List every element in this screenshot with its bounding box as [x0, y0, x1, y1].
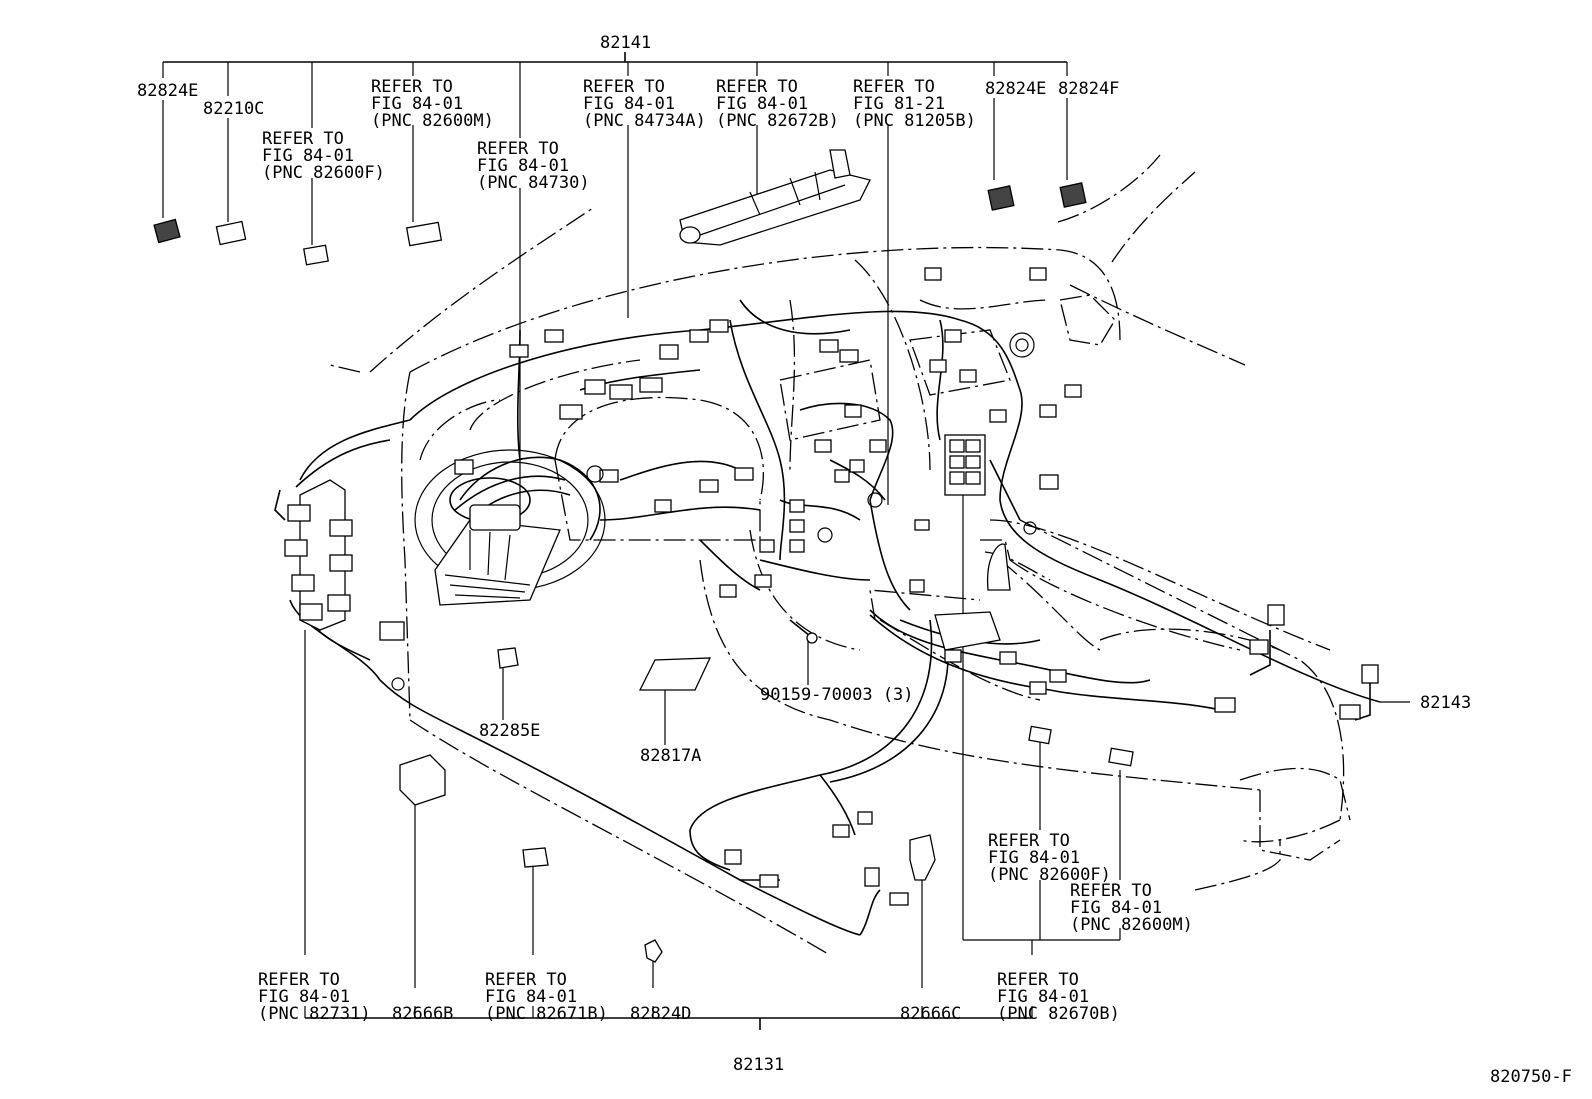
connector-82600M-mid	[1108, 747, 1134, 767]
connector-82600F-top	[303, 244, 329, 266]
refer-81205B: REFER TO FIG 81-21 (PNC 81205B)	[853, 77, 976, 131]
svg-text:REFER TO: REFER TO	[262, 129, 344, 149]
relay-82666B	[399, 754, 446, 806]
label-82666C: 82666C	[900, 1004, 961, 1024]
connector-82824E-right	[987, 185, 1015, 211]
refer-82600F-top: REFER TO FIG 84-01 (PNC 82600F)	[262, 129, 385, 183]
refer-82600M-mid: REFER TO FIG 84-01 (PNC 82600M)	[1070, 881, 1193, 935]
connector-82285E	[497, 647, 519, 669]
svg-text:(PNC 82600F): (PNC 82600F)	[988, 865, 1111, 885]
vehicle-body-outline	[329, 154, 1351, 956]
duct-82672B	[679, 149, 871, 246]
refer-82671B: REFER TO FIG 84-01 (PNC 82671B)	[485, 970, 608, 1024]
top-parts	[153, 149, 1087, 266]
svg-text:FIG 84-01: FIG 84-01	[1070, 898, 1162, 918]
connector-82210C	[215, 220, 247, 246]
connector-82600F-mid	[1028, 725, 1052, 745]
svg-text:(PNC 84734A): (PNC 84734A)	[583, 111, 706, 131]
harness-wires	[289, 299, 1381, 936]
svg-text:REFER TO: REFER TO	[997, 970, 1079, 990]
relay-82666C	[909, 834, 936, 881]
clip-82824D	[644, 939, 663, 963]
dashboard-connectors	[454, 267, 1082, 598]
label-82141: 82141	[600, 33, 651, 53]
labels: 82141 82824E 82210C 82824E 82824F REFER …	[137, 33, 1572, 1087]
svg-text:REFER TO: REFER TO	[371, 77, 453, 97]
svg-text:FIG 81-21: FIG 81-21	[853, 94, 945, 114]
svg-text:REFER TO: REFER TO	[988, 831, 1070, 851]
connector-82824F	[1059, 182, 1087, 208]
steering-column	[414, 449, 606, 606]
svg-text:FIG 84-01: FIG 84-01	[988, 848, 1080, 868]
svg-text:(PNC 82670B): (PNC 82670B)	[997, 1004, 1120, 1024]
label-82824F: 82824F	[1058, 79, 1119, 99]
svg-text:FIG 84-01: FIG 84-01	[371, 94, 463, 114]
svg-text:(PNC 84730): (PNC 84730)	[477, 173, 590, 193]
label-82817A	[638, 657, 712, 691]
connector-82671B	[522, 847, 549, 868]
svg-text:FIG 84-01: FIG 84-01	[485, 987, 577, 1007]
refer-82731: REFER TO FIG 84-01 (PNC 82731)	[258, 970, 371, 1024]
svg-text:REFER TO: REFER TO	[853, 77, 935, 97]
connector-82600M-top	[405, 221, 443, 247]
svg-text:FIG 84-01: FIG 84-01	[997, 987, 1089, 1007]
label-82824E-left: 82824E	[137, 81, 198, 101]
svg-text:(PNC 82600M): (PNC 82600M)	[371, 111, 494, 131]
label-82817A: 82817A	[640, 746, 701, 766]
svg-text:FIG 84-01: FIG 84-01	[583, 94, 675, 114]
bottom-bracket	[304, 630, 1033, 1030]
label-82143: 82143	[1420, 693, 1471, 713]
label-90159: 90159-70003 (3)	[760, 685, 914, 705]
svg-text:REFER TO: REFER TO	[583, 77, 665, 97]
refer-82672B: REFER TO FIG 84-01 (PNC 82672B)	[716, 77, 839, 131]
floor-harness	[724, 543, 1379, 906]
svg-text:REFER TO: REFER TO	[485, 970, 567, 990]
svg-text:REFER TO: REFER TO	[258, 970, 340, 990]
svg-text:REFER TO: REFER TO	[716, 77, 798, 97]
label-82824D: 82824D	[630, 1004, 691, 1024]
svg-text:(PNC 82600M): (PNC 82600M)	[1070, 915, 1193, 935]
right-bracket	[502, 470, 1410, 941]
connector-82824E-left	[153, 218, 181, 244]
junction-block-left	[274, 479, 405, 691]
relay-block-right	[944, 332, 1035, 496]
refer-82600M-top: REFER TO FIG 84-01 (PNC 82600M)	[371, 77, 494, 131]
svg-text:FIG 84-01: FIG 84-01	[258, 987, 350, 1007]
svg-text:FIG 84-01: FIG 84-01	[262, 146, 354, 166]
label-82131: 82131	[733, 1055, 784, 1075]
label-82285E: 82285E	[479, 721, 540, 741]
svg-text:(PNC 82672B): (PNC 82672B)	[716, 111, 839, 131]
refer-84734A: REFER TO FIG 84-01 (PNC 84734A)	[583, 77, 706, 131]
svg-text:FIG 84-01: FIG 84-01	[477, 156, 569, 176]
svg-text:(PNC 82731): (PNC 82731)	[258, 1004, 371, 1024]
label-82210C: 82210C	[203, 99, 264, 119]
label-82824E-right: 82824E	[985, 79, 1046, 99]
refer-82670B: REFER TO FIG 84-01 (PNC 82670B)	[997, 970, 1120, 1024]
label-82666B: 82666B	[392, 1004, 453, 1024]
figure-code: 820750-F	[1490, 1067, 1572, 1087]
svg-text:(PNC 81205B): (PNC 81205B)	[853, 111, 976, 131]
bolt-90159	[789, 619, 818, 644]
refer-84730: REFER TO FIG 84-01 (PNC 84730)	[477, 139, 590, 193]
svg-text:REFER TO: REFER TO	[477, 139, 559, 159]
svg-text:(PNC 82671B): (PNC 82671B)	[485, 1004, 608, 1024]
svg-text:(PNC 82600F): (PNC 82600F)	[262, 163, 385, 183]
refer-82600F-mid: REFER TO FIG 84-01 (PNC 82600F)	[988, 831, 1111, 885]
top-bracket	[162, 52, 1068, 560]
lower-parts	[399, 619, 1134, 963]
svg-text:FIG 84-01: FIG 84-01	[716, 94, 808, 114]
svg-text:REFER TO: REFER TO	[1070, 881, 1152, 901]
